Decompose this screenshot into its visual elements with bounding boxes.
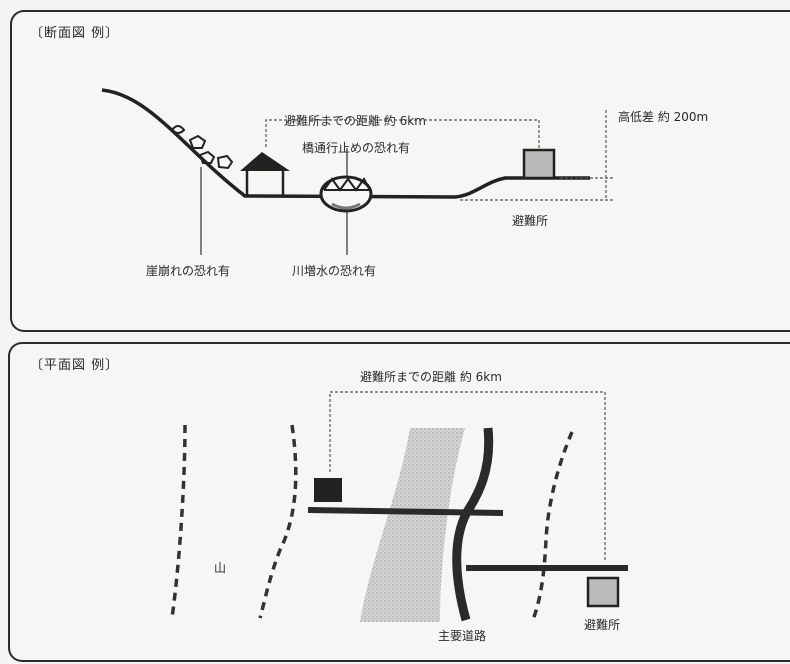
bridge-icon bbox=[319, 175, 373, 213]
distance-bracket bbox=[329, 391, 606, 560]
ridge-line-left bbox=[170, 424, 187, 619]
cliff-warning-label: 崖崩れの恐れ有 bbox=[146, 264, 231, 278]
house-icon bbox=[314, 478, 342, 502]
river-area bbox=[360, 428, 465, 622]
cross-section-panel: 〔断面図 例〕 避難所までの距離 約 6km 高低差 約 200m 橋通行止めの… bbox=[10, 10, 790, 332]
shelter-label: 避難所 bbox=[584, 618, 621, 632]
distance-label: 避難所までの距離 約 6km bbox=[284, 114, 426, 128]
shelter-icon bbox=[586, 576, 620, 608]
side-road-upper bbox=[307, 507, 504, 516]
shelter-label: 避難所 bbox=[512, 214, 549, 228]
road-label: 主要道路 bbox=[438, 629, 487, 643]
shelter-icon bbox=[522, 148, 556, 180]
ridge-line-middle bbox=[258, 424, 298, 619]
main-road bbox=[452, 427, 494, 622]
distance-bracket bbox=[265, 119, 540, 150]
panel-title: 〔平面図 例〕 bbox=[30, 358, 120, 373]
panel-title: 〔断面図 例〕 bbox=[30, 26, 120, 41]
mountain-label: 山 bbox=[214, 561, 227, 575]
distance-label: 避難所までの距離 約 6km bbox=[360, 370, 502, 384]
elevation-label: 高低差 約 200m bbox=[618, 110, 709, 124]
river-warning-label: 川増水の恐れ有 bbox=[292, 264, 377, 278]
house-icon bbox=[240, 152, 290, 196]
terrain-profile bbox=[101, 88, 590, 199]
bridge-warning-label: 橋通行止めの恐れ有 bbox=[302, 141, 411, 155]
ridge-line-right bbox=[531, 431, 574, 621]
rock-icons bbox=[170, 125, 234, 170]
